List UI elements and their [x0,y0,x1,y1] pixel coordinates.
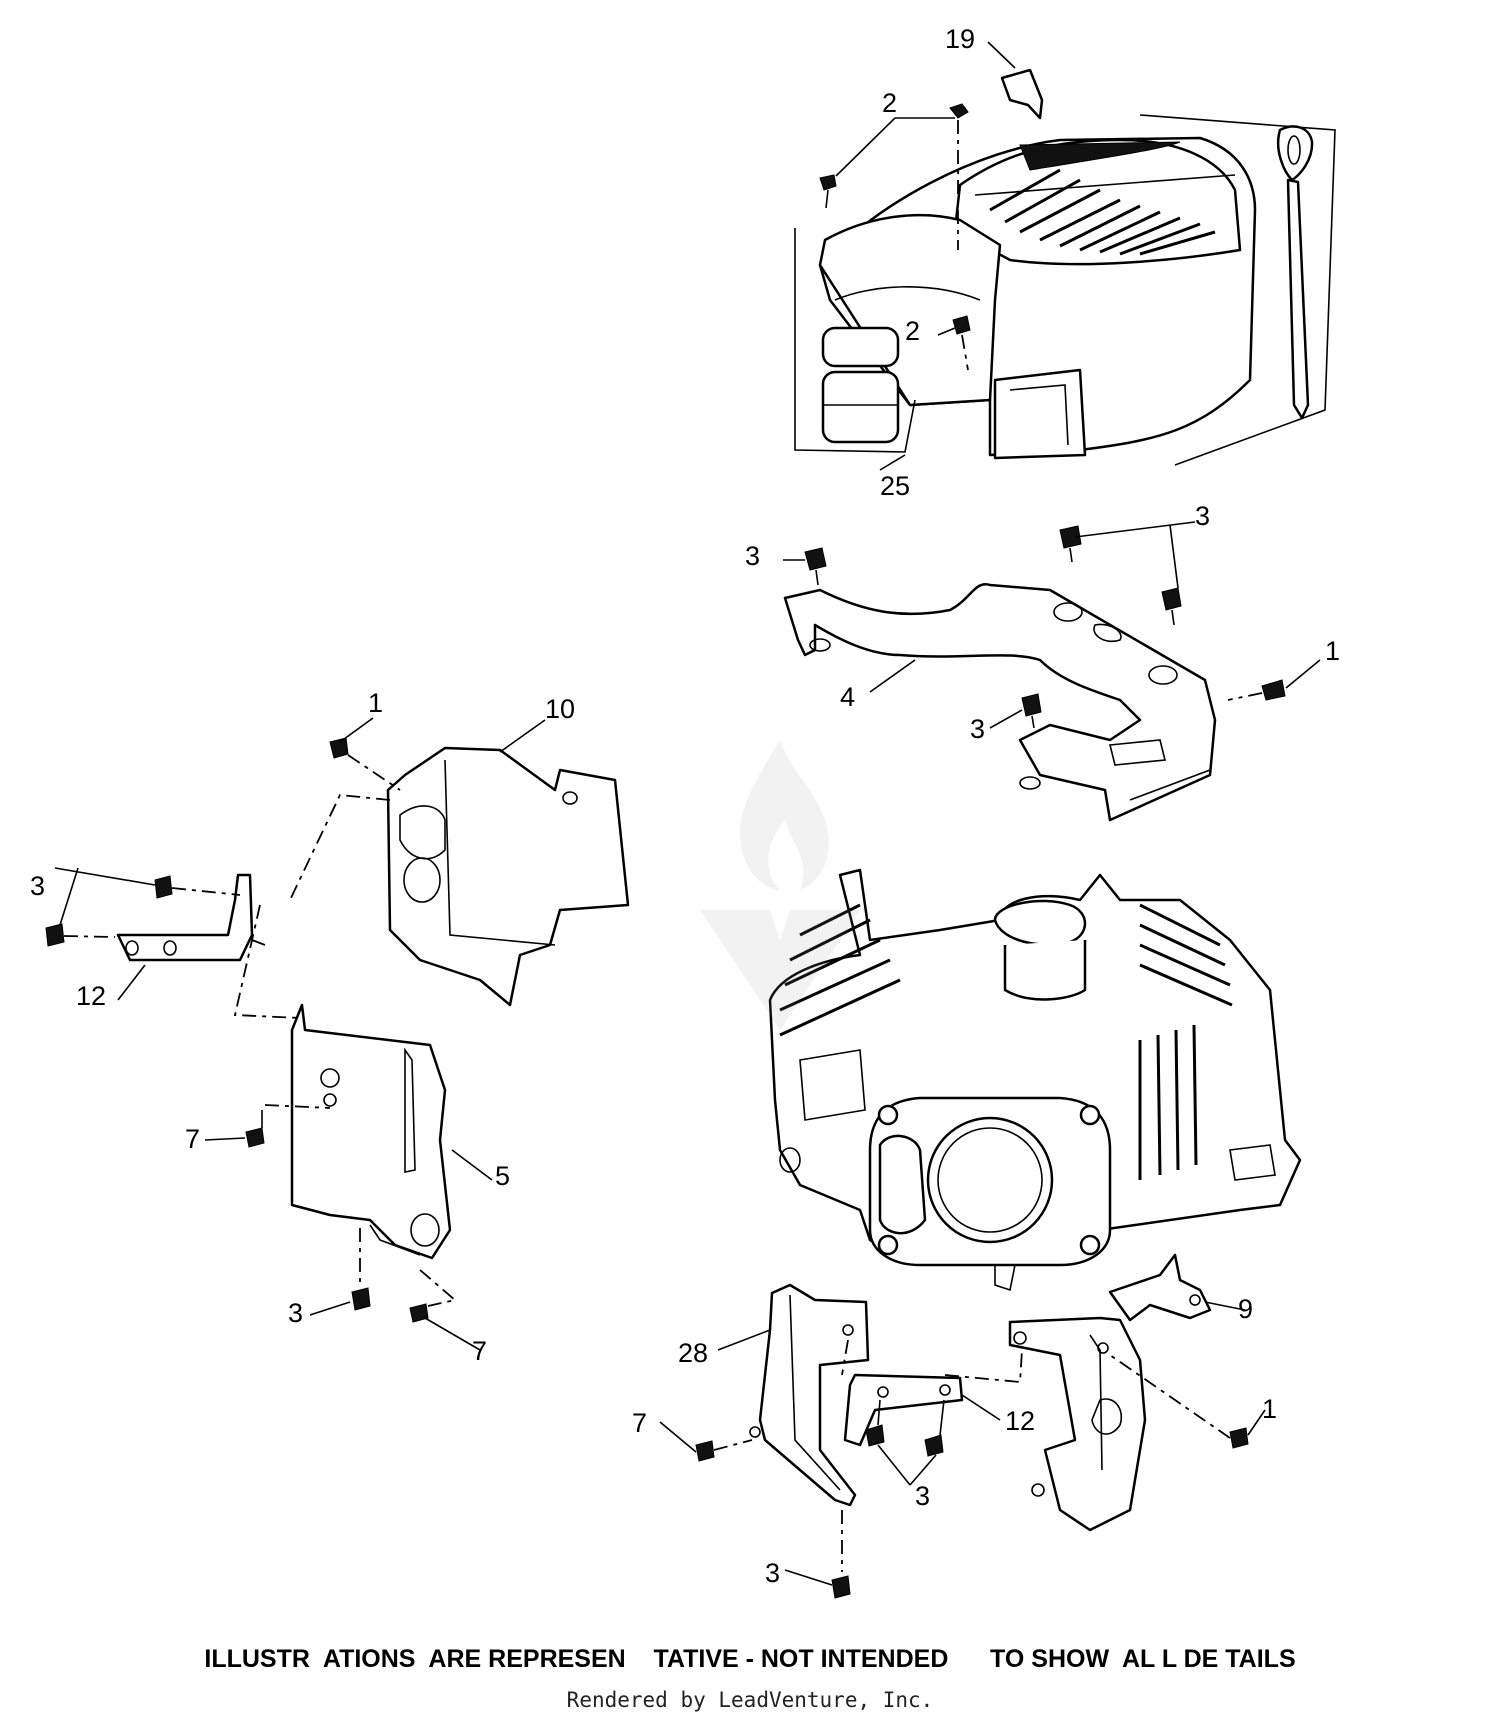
callout-3-lower-shroud: 3 [288,1298,303,1328]
callout-10: 10 [545,694,575,724]
clip-part [1000,68,1044,120]
bracket-12-left [116,873,254,962]
blower-grille [974,141,1236,256]
rendered-by-credit: Rendered by LeadVenture, Inc. [566,1688,934,1712]
bolt-3-right-a [865,1399,885,1447]
bracket-9 [1108,1253,1212,1322]
bolt-3-bracket-right [1161,587,1182,626]
bolt-3-right-b [924,1399,945,1457]
nut-7-right [695,1439,753,1462]
callout-7-lower: 7 [472,1336,487,1366]
callout-4: 4 [840,682,855,712]
bolt-2-mid [952,315,971,371]
bolt-3-bracket-top [1059,525,1082,563]
callout-3-right: 3 [915,1481,930,1511]
callout-25: 25 [880,471,910,501]
callout-2-mid: 2 [905,316,920,346]
callout-3-bracket-top: 3 [1195,501,1210,531]
callout-1-right: 1 [1262,1394,1277,1424]
callout-3-bracket-lower: 3 [970,714,985,744]
callout-2-top: 2 [882,88,897,118]
callout-7-right: 7 [632,1408,647,1438]
blower-housing [818,136,1257,460]
bolt-3-lower-shroud [351,1228,371,1311]
leader-lines [54,41,1321,1586]
dipstick [1276,125,1314,420]
callout-1-shroud: 1 [368,688,383,718]
callout-3-bracket-left: 3 [745,541,760,571]
bolt-1-right [1109,1354,1249,1449]
callout-3-left: 3 [30,871,45,901]
bolt-1-bracket [1227,679,1286,701]
bolt-3-left-upper [154,875,241,899]
decal-set [821,326,900,444]
bolt-3-bracket-left [804,547,827,586]
disclaimer-text: ILLUSTR ATIONS ARE REPRESEN TATIVE - NOT… [204,1645,1296,1673]
cylinder-shroud-lower [290,1003,452,1260]
callout-1-bracket: 1 [1325,636,1340,666]
bracket-28 [749,1283,870,1507]
engine-block [768,868,1302,1292]
callout-9: 9 [1238,1294,1253,1324]
callout-7-left: 7 [185,1124,200,1154]
callout-28: 28 [678,1338,708,1368]
bolt-3-left-lower [45,923,116,947]
bracket-12-right [843,1373,964,1447]
cylinder-shroud-right [1008,1316,1147,1532]
nut-7-left-upper [245,1110,265,1148]
callout-12-right: 12 [1005,1406,1035,1436]
bolt-1-shroud [329,737,401,791]
callout-labels: 19 2 2 25 3 3 1 4 3 1 10 3 12 7 5 3 7 9 … [30,24,1340,1588]
bolt-2-left [819,174,837,209]
nut-7-left-lower [409,1269,457,1323]
callout-19: 19 [945,24,975,54]
callout-12-left: 12 [76,981,106,1011]
callout-5: 5 [495,1161,510,1191]
bolt-3-bottom [831,1510,851,1599]
bolt-3-bracket-lower [1021,693,1042,729]
bolt-2-top [949,103,969,250]
callout-3-bottom: 3 [765,1558,780,1588]
engine-base-bracket [783,582,1217,822]
cylinder-shroud-upper [386,746,630,1007]
leadventure-flame-logo-icon [700,740,860,1030]
